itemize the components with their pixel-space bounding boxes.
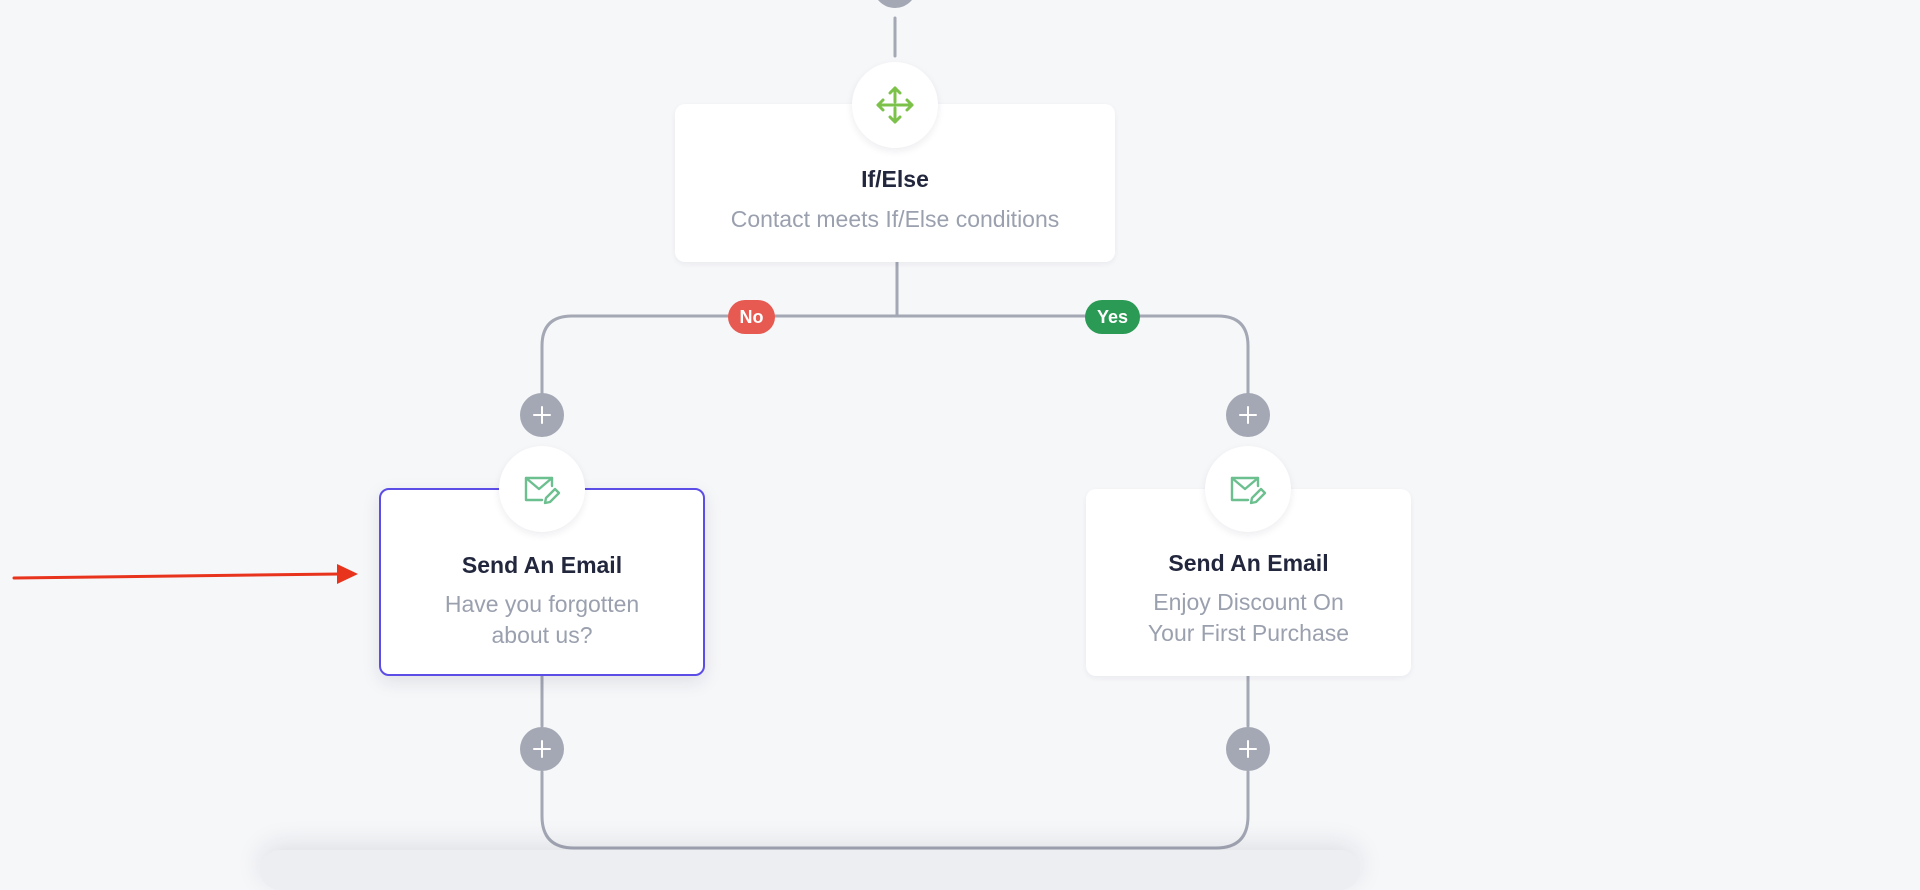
if-else-title: If/Else — [861, 166, 929, 192]
email-node-description-line1: Have you forgotten — [444, 591, 640, 617]
email-node-title: Send An Email — [1168, 550, 1329, 576]
yes-branch-badge: Yes — [1085, 300, 1140, 334]
add-step-button-no-branch[interactable] — [520, 393, 564, 437]
connector-yes-branch — [895, 314, 1250, 397]
email-node-icon-badge — [1205, 446, 1291, 532]
connector-merge — [540, 770, 1250, 850]
email-node-title: Send An Email — [461, 552, 623, 578]
add-step-button-yes-branch[interactable] — [1226, 393, 1270, 437]
if-else-icon-badge — [852, 62, 938, 148]
email-edit-icon — [1230, 476, 1267, 505]
if-else-description: Contact meets If/Else conditions — [730, 206, 1060, 232]
split-arrows-icon — [876, 86, 914, 124]
email-node-icon-badge — [499, 446, 585, 532]
email-node-description-line2: Your First Purchase — [1147, 620, 1350, 646]
email-node-description-line2: about us? — [491, 622, 593, 648]
top-add-step-button[interactable] — [873, 0, 917, 8]
add-step-button-after-right-email[interactable] — [1226, 727, 1270, 771]
email-node-description-line1: Enjoy Discount On — [1153, 589, 1344, 615]
bottom-panel-edge — [260, 850, 1360, 890]
send-email-node-yes-branch[interactable]: Send An Email Enjoy Discount On Your Fir… — [1086, 489, 1411, 676]
add-step-button-after-left-email[interactable] — [520, 727, 564, 771]
no-branch-badge: No — [728, 300, 775, 334]
connector-no-branch — [540, 314, 899, 397]
email-edit-icon — [524, 476, 561, 505]
